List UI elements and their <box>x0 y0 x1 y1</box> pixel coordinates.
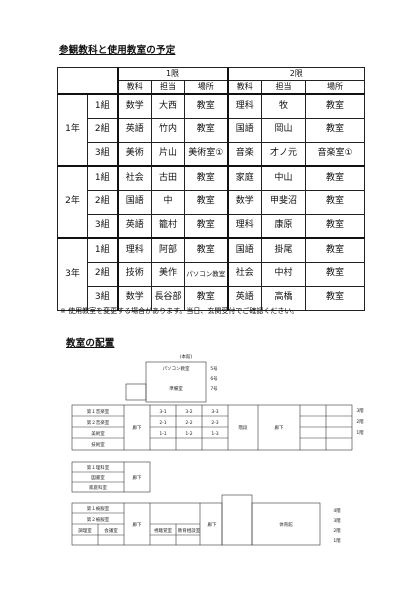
map-label: 家庭科室 <box>89 484 107 491</box>
map-label: 第１理科室 <box>87 464 110 471</box>
room-cell: 教室 <box>304 165 366 191</box>
map-label: 3階 <box>333 517 341 524</box>
room-cell: 教室 <box>304 189 366 215</box>
map-label: 2-1 <box>159 420 166 426</box>
room-cell: 教室 <box>184 93 229 119</box>
map-label: 調理室 <box>78 527 92 534</box>
map-main-block <box>71 404 353 451</box>
map-label: 1階 <box>356 429 364 436</box>
room-cell: 教室 <box>184 285 229 311</box>
class-label: 1組 <box>87 165 119 191</box>
map-label: 3-2 <box>185 409 192 415</box>
class-label: 1組 <box>87 93 119 119</box>
map-label: (本館) <box>180 353 193 360</box>
map-title: 教室の配置 <box>66 338 115 349</box>
subject-cell: 社会 <box>117 165 152 191</box>
room-cell: 教室 <box>304 285 366 311</box>
map-label: 教育相談室 <box>178 527 201 534</box>
map-room-block <box>71 461 151 493</box>
map-label: 2階 <box>333 527 341 534</box>
subject-cell: 技術 <box>117 261 152 287</box>
schedule-note: ※ 使用教室を変更する場合があります。当日、玄関受付でご確認ください。 <box>60 307 299 315</box>
teacher-cell: 竹内 <box>151 117 185 143</box>
map-label: 6号 <box>210 376 218 382</box>
map-label: 技術室 <box>91 441 105 448</box>
room-cell: 教室 <box>304 213 366 239</box>
subject-cell: 英語 <box>227 285 262 311</box>
map-label: 準備室 <box>169 385 183 392</box>
room-cell: 教室 <box>304 237 366 263</box>
room-cell: 教室 <box>184 165 229 191</box>
teacher-cell: 片山 <box>151 141 185 167</box>
map-room-block <box>221 494 253 546</box>
map-label: 廊下 <box>133 521 142 528</box>
map-label: 1-2 <box>185 431 192 437</box>
map-label: 2階 <box>356 418 364 425</box>
map-label: 1階 <box>333 537 341 544</box>
map-label: 廊下 <box>133 474 142 481</box>
teacher-cell: 長谷部 <box>151 285 185 311</box>
room-cell: 音楽室① <box>304 141 366 167</box>
map-label: 体育館 <box>279 521 293 528</box>
teacher-cell: 掛尾 <box>261 237 306 263</box>
map-label: 図書室 <box>91 474 105 481</box>
map-label: 廊下 <box>208 521 217 528</box>
map-label: 視聴覚室 <box>154 527 172 534</box>
map-label: 第２被服室 <box>87 516 110 523</box>
map-label: 階段 <box>239 424 248 431</box>
map-label: 2-2 <box>185 420 192 426</box>
map-label: パソコン教室 <box>163 365 190 372</box>
schedule-title: 参観教科と使用教室の予定 <box>59 45 176 56</box>
room-cell: 教室 <box>304 261 366 287</box>
map-room-block <box>145 361 207 403</box>
class-label: 3組 <box>87 285 119 311</box>
teacher-cell: 才ノ元 <box>261 141 306 167</box>
subject-cell: 英語 <box>117 117 152 143</box>
map-label: 1-3 <box>211 431 218 437</box>
period-header: 2限 <box>226 67 366 81</box>
map-room-block <box>125 383 147 401</box>
map-label: 第１被服室 <box>87 505 110 512</box>
class-label: 2組 <box>87 117 119 143</box>
teacher-cell: 岡山 <box>261 117 306 143</box>
map-label: 第１音楽室 <box>87 408 110 415</box>
period-header: 1限 <box>117 67 229 81</box>
map-label: 3-1 <box>159 409 166 415</box>
map-gym-block <box>251 502 321 546</box>
subject-cell: 数学 <box>117 285 152 311</box>
map-label: 3階 <box>356 407 364 414</box>
grade-label: 1年 <box>57 93 88 167</box>
subject-cell: 国語 <box>117 189 152 215</box>
teacher-cell: 中 <box>151 189 185 215</box>
map-label: 7号 <box>210 386 218 392</box>
map-label: 4階 <box>333 507 341 514</box>
map-label: 廊下 <box>275 424 284 431</box>
room-cell: 教室 <box>184 213 229 239</box>
class-label: 2組 <box>87 261 119 287</box>
subject-cell: 音楽 <box>227 141 262 167</box>
map-label: 第２音楽室 <box>87 419 110 426</box>
room-cell: 美術室① <box>184 141 229 167</box>
grade-label: 3年 <box>57 237 88 311</box>
map-label: 2-3 <box>211 420 218 426</box>
subject-cell: 美術 <box>117 141 152 167</box>
class-label: 2組 <box>87 189 119 215</box>
teacher-cell: 中山 <box>261 165 306 191</box>
map-label: 美術室 <box>91 430 105 437</box>
map-label: 3-3 <box>211 409 218 415</box>
map-label: 5号 <box>210 366 218 372</box>
map-label: 1-1 <box>159 431 166 437</box>
map-label: 廊下 <box>133 424 142 431</box>
map-label: 会議室 <box>104 527 118 534</box>
